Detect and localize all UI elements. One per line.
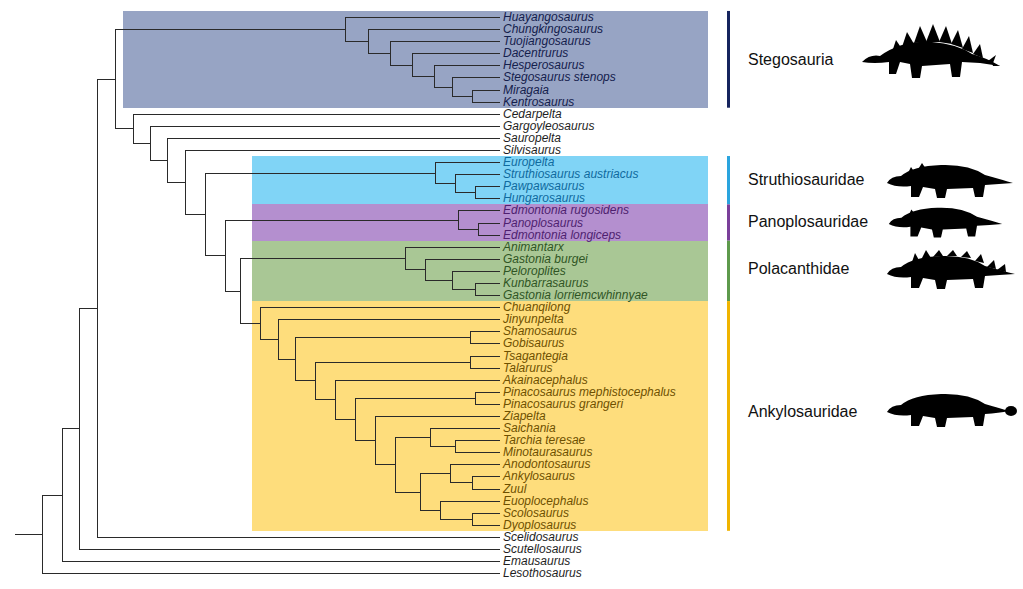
clade-bar [727, 241, 730, 301]
taxon-name: Dyoplosaurus [503, 518, 576, 532]
taxon-name: Scelidosaurus [503, 530, 578, 544]
taxon-name: Peloroplites [503, 264, 566, 278]
taxon-name: Edmontonia rugosidens [503, 203, 629, 217]
taxon-name: Gastonia burgei [503, 252, 588, 266]
taxon-name: Scutellosaurus [503, 542, 582, 556]
taxon-name: Silvisaurus [503, 143, 561, 157]
tree-branch [15, 18, 500, 574]
taxon-name: Sauropelta [503, 131, 561, 145]
clade-band: HuayangosaurusChungkingosaurusTuojiangos… [123, 11, 708, 108]
clade-name: Polacanthidae [748, 259, 849, 279]
taxon-name: Emausaurus [503, 554, 570, 568]
clade-bar [727, 11, 730, 108]
stegosaur-silhouette [862, 24, 1000, 78]
taxon-name: Ziapelta [503, 409, 546, 423]
polacanthid-silhouette [887, 250, 1015, 289]
taxon-name: Gargoyleosaurus [503, 119, 594, 133]
taxon-name: Shamosaurus [503, 324, 577, 338]
taxon-name: Pinacosaurus mephistocephalus [503, 385, 676, 399]
taxon-name: Hesperosaurus [503, 58, 584, 72]
clade-bar [727, 301, 730, 531]
taxon-name: Lesothosaurus [503, 566, 582, 580]
ankylosaurid-silhouette [887, 394, 1017, 427]
taxon-name: Edmontonia longiceps [503, 228, 621, 242]
taxon-name: Panoplosaurus [503, 216, 583, 230]
taxon-name: Scolosaurus [503, 506, 569, 520]
taxon-name: Tuojiangosaurus [503, 34, 591, 48]
clade-bar [727, 156, 730, 204]
taxon-name: Ankylosaurus [503, 469, 575, 483]
taxon-name: Saichania [503, 421, 556, 435]
taxon-name: Tsagantegia [503, 349, 568, 363]
taxon-name: Minotaurasaurus [503, 445, 592, 459]
taxon-name: Pinacosaurus grangeri [503, 397, 623, 411]
taxon-name: Kentrosaurus [503, 95, 574, 109]
taxon-name: Huayangosaurus [503, 10, 594, 24]
clade-band: AnimantarxGastonia burgeiPeloroplitesKun… [252, 241, 708, 301]
taxon-name: Stegosaurus stenops [503, 70, 616, 84]
taxon-name: Akainacephalus [503, 373, 588, 387]
taxon-name: Gastonia lorriemcwhinnyae [503, 288, 648, 302]
clade-bar [727, 204, 730, 240]
clade-name: Struthiosauridae [748, 170, 865, 190]
taxon-name: Miragaia [503, 83, 549, 97]
taxon-name: Pawpawsaurus [503, 179, 584, 193]
taxon-name: Jinyunpelta [503, 312, 564, 326]
clade-name: Panoplosauridae [748, 212, 868, 232]
taxon-name: Animantarx [503, 240, 564, 254]
struthiosaurid-silhouette [887, 163, 1013, 198]
taxon-name: Europelta [503, 155, 554, 169]
taxon-name: Talarurus [503, 361, 553, 375]
taxon-name: Anodontosaurus [503, 457, 590, 471]
clade-name: Stegosauria [748, 50, 833, 70]
taxon-name: Euoplocephalus [503, 494, 588, 508]
panoplosaurid-silhouette [889, 208, 1002, 238]
clade-band: EuropeltaStruthiosaurus austriacusPawpaw… [252, 156, 708, 204]
taxon-name: Hungarosaurus [503, 191, 585, 205]
taxon-name: Tarchia teresae [503, 433, 585, 447]
taxon-name: Chuanqilong [503, 300, 570, 314]
clade-name: Ankylosauridae [748, 402, 857, 422]
taxon-name: Kunbarrasaurus [503, 276, 588, 290]
taxon-name: Dacentrurus [503, 46, 568, 60]
taxon-name: Chungkingosaurus [503, 22, 603, 36]
taxon-name: Zuul [503, 482, 526, 496]
clade-band: ChuanqilongJinyunpeltaShamosaurusGobisau… [252, 301, 708, 531]
taxon-name: Struthiosaurus austriacus [503, 167, 638, 181]
taxon-name: Gobisaurus [503, 336, 564, 350]
taxon-name: Cedarpelta [503, 107, 562, 121]
